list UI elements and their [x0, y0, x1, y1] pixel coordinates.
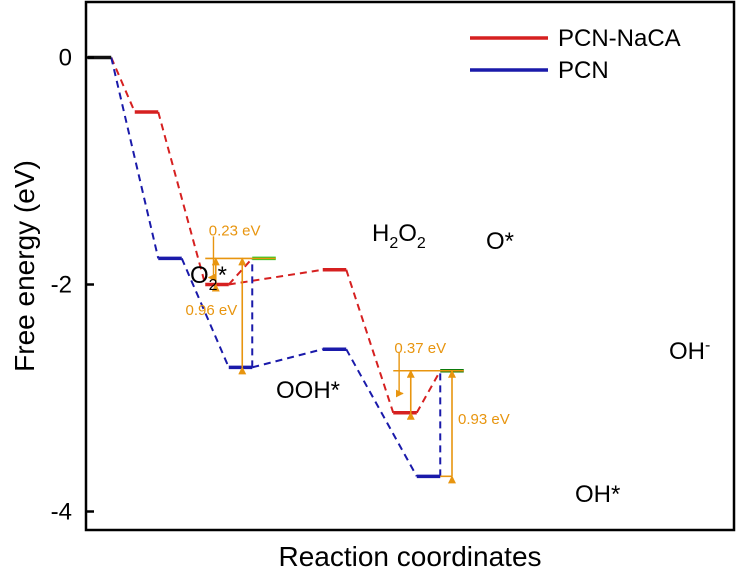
connector-lines — [110, 57, 442, 477]
y-axis-ticks: 0 -2 -4 — [51, 45, 94, 526]
connector-pcn-4 — [345, 348, 418, 477]
state-label-o: O* — [486, 228, 514, 255]
state-label-oh: OH* — [575, 481, 620, 508]
state-label-o2: O2* — [190, 262, 227, 294]
legend-label-pcn: PCN — [558, 57, 609, 84]
legend: PCN-NaCA PCN — [470, 25, 681, 84]
gap-label-1: 0.23 eV — [209, 222, 261, 239]
gap-pointer-3 — [395, 352, 404, 398]
energy-gap-annotations: 0.23 eV 0.96 eV 0.37 eV 0.93 eV — [186, 222, 510, 484]
connector-pcn-naca-0 — [110, 57, 136, 113]
connector-pcn-3 — [252, 348, 323, 369]
state-label-oh-minus: OH- — [669, 337, 710, 365]
connector-pcn-0 — [110, 57, 160, 259]
connector-pcn-naca-2 — [228, 257, 253, 286]
x-axis-label: Reaction coordinates — [278, 541, 541, 572]
gap-pointer-1 — [207, 236, 216, 282]
connector-pcn-1 — [180, 257, 230, 368]
y-axis-label: Free energy (eV) — [9, 160, 40, 372]
gap-label-3: 0.37 eV — [394, 340, 446, 357]
plot-frame — [84, 0, 736, 532]
legend-label-pcn-naca: PCN-NaCA — [558, 25, 681, 52]
state-label-ooh: OOH* — [276, 377, 340, 404]
y-tick-label-1: -2 — [51, 272, 72, 299]
energy-levels — [87, 55, 464, 479]
gap-label-4: 0.93 eV — [458, 411, 510, 428]
connector-pcn-naca-5 — [415, 370, 442, 414]
state-label-h2o2: H2O2 — [372, 220, 426, 252]
gap-label-2: 0.96 eV — [186, 302, 238, 319]
connector-pcn-naca-1 — [157, 111, 207, 285]
y-tick-label-2: -4 — [51, 499, 72, 526]
y-tick-label-0: 0 — [59, 45, 72, 72]
connector-pcn-naca-4 — [345, 269, 395, 414]
